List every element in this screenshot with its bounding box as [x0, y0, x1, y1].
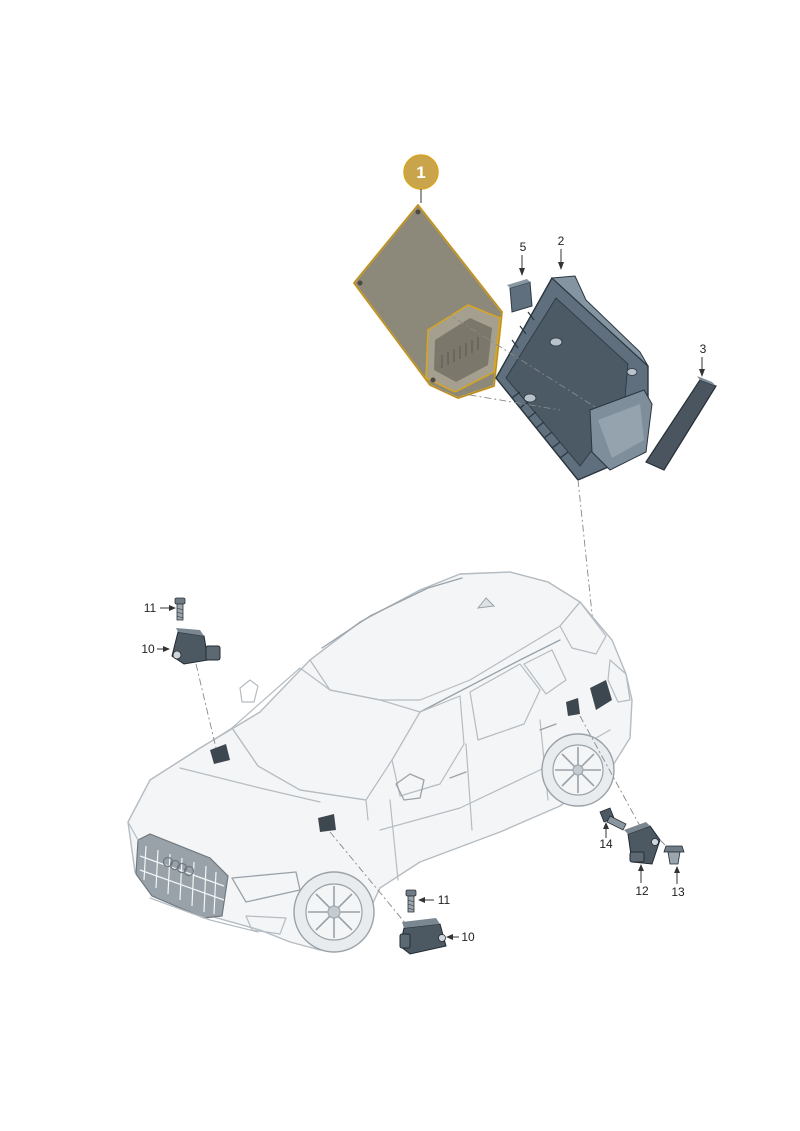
callout-3[interactable]: 3: [700, 342, 707, 356]
part-5-pad[interactable]: [507, 279, 533, 313]
part-1-bracket-highlighted[interactable]: [353, 204, 503, 399]
callout-5[interactable]: 5: [520, 240, 527, 254]
mount-point-side[interactable]: [566, 698, 580, 716]
part-10-sensor-front-right[interactable]: [399, 918, 447, 955]
arrowhead-11-bottom: [418, 897, 425, 903]
callout-11-bottom[interactable]: 11: [438, 893, 451, 907]
part-13-clip[interactable]: [663, 845, 685, 865]
assembly-line-bracket-2: [439, 389, 561, 411]
assembly-line-clip: [659, 839, 669, 849]
part-11-screw-front-left[interactable]: [174, 597, 186, 621]
arrowhead-13: [674, 866, 680, 873]
assembly-line-front-right: [329, 831, 407, 925]
arrowhead-10-bottom: [446, 934, 453, 940]
part-11-screw-front-right[interactable]: [405, 889, 417, 913]
callout-14[interactable]: 14: [599, 837, 613, 851]
part-3-cover-strip[interactable]: [645, 376, 717, 471]
svg-text:1: 1: [416, 163, 425, 182]
mount-point-rear[interactable]: [590, 680, 612, 710]
arrowhead-14: [603, 822, 609, 829]
assembly-line-front-left: [195, 663, 217, 749]
arrowhead-12: [638, 864, 644, 871]
assembly-line-side: [579, 715, 641, 827]
arrowhead-10-top: [163, 646, 170, 652]
arrowhead-2: [558, 262, 564, 270]
callout-2[interactable]: 2: [558, 234, 565, 248]
arrowhead-3: [699, 369, 705, 377]
callout-10-top[interactable]: 10: [141, 642, 155, 656]
part-12-side-sensor[interactable]: [624, 822, 661, 865]
arrowhead-5: [519, 268, 525, 276]
part-10-sensor-front-left[interactable]: [171, 628, 221, 665]
callout-13[interactable]: 13: [671, 885, 685, 899]
mount-point-front-left[interactable]: [210, 744, 230, 764]
mount-point-front-right[interactable]: [318, 814, 336, 832]
callout-badge-1[interactable]: 1: [403, 154, 439, 190]
arrowhead-11-top: [169, 605, 176, 611]
callout-10-bottom[interactable]: 10: [461, 930, 475, 944]
vehicle-illustration: [127, 571, 633, 953]
callout-11-top[interactable]: 11: [144, 601, 157, 615]
callout-12[interactable]: 12: [635, 884, 649, 898]
part-14-bolt[interactable]: [599, 807, 627, 831]
assembly-line-bracket: [419, 295, 601, 411]
